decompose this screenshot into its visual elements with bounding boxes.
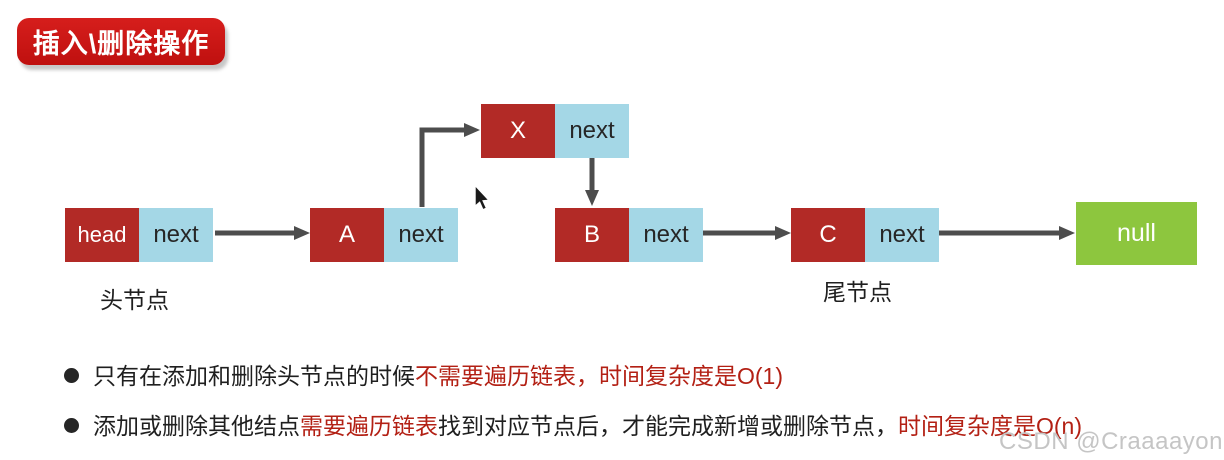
- bullet-1-text: 只有在添加和删除头节点的时候不需要遍历链表，时间复杂度是O(1): [93, 361, 783, 391]
- bullet-2-text-black-1: 添加或删除其他结点: [93, 413, 300, 439]
- node-c-pointer-cell: next: [865, 208, 939, 262]
- arrow-x-to-b-tip: [585, 190, 599, 206]
- bullet-dot-icon: [64, 368, 79, 383]
- arrow-a-to-x-tip: [464, 123, 480, 137]
- bullet-2-text: 添加或删除其他结点需要遍历链表找到对应节点后，才能完成新增或删除节点，时间复杂度…: [93, 411, 1082, 441]
- null-terminator-node: null: [1076, 202, 1197, 265]
- node-c-data-cell: C: [791, 208, 865, 262]
- node-b-pointer-cell: next: [629, 208, 703, 262]
- title-badge: 插入\删除操作: [17, 18, 225, 65]
- head-node-caption: 头节点: [100, 287, 169, 313]
- arrow-head-to-a-tip: [294, 226, 310, 240]
- node-x-pointer-cell: next: [555, 104, 629, 158]
- watermark-text: CSDN @Craaaayon: [999, 428, 1223, 455]
- bullet-2-text-red-1: 需要遍历链表: [300, 413, 438, 439]
- arrow-b-to-c-tip: [775, 226, 791, 240]
- node-head-pointer-cell: next: [139, 208, 213, 262]
- arrow-a-to-x-elbow: [419, 127, 466, 207]
- list-node-x-inserted: X next: [481, 104, 629, 158]
- list-node-b: B next: [555, 208, 703, 262]
- mouse-cursor-icon: [474, 185, 491, 211]
- node-a-pointer-cell: next: [384, 208, 458, 262]
- list-node-head: head next: [65, 208, 213, 262]
- node-head-data-cell: head: [65, 208, 139, 262]
- bullet-1-text-black: 只有在添加和删除头节点的时候: [93, 363, 415, 389]
- bullet-2-text-black-2: 找到对应节点后，才能完成新增或删除节点，: [438, 413, 898, 439]
- bullet-dot-icon: [64, 418, 79, 433]
- bullet-point-1: 只有在添加和删除头节点的时候不需要遍历链表，时间复杂度是O(1): [64, 361, 1174, 391]
- title-badge-label: 插入\删除操作: [32, 29, 210, 59]
- node-b-data-cell: B: [555, 208, 629, 262]
- bullet-point-2: 添加或删除其他结点需要遍历链表找到对应节点后，才能完成新增或删除节点，时间复杂度…: [64, 411, 1174, 441]
- list-node-a: A next: [310, 208, 458, 262]
- bullet-1-text-red: 不需要遍历链表，时间复杂度是O(1): [415, 363, 783, 389]
- node-x-data-cell: X: [481, 104, 555, 158]
- bullet-2-text-red-2: 时间复杂度是O(n): [898, 413, 1082, 439]
- list-node-c: C next: [791, 208, 939, 262]
- node-a-data-cell: A: [310, 208, 384, 262]
- tail-node-caption: 尾节点: [823, 279, 892, 305]
- arrow-c-to-null-tip: [1059, 226, 1075, 240]
